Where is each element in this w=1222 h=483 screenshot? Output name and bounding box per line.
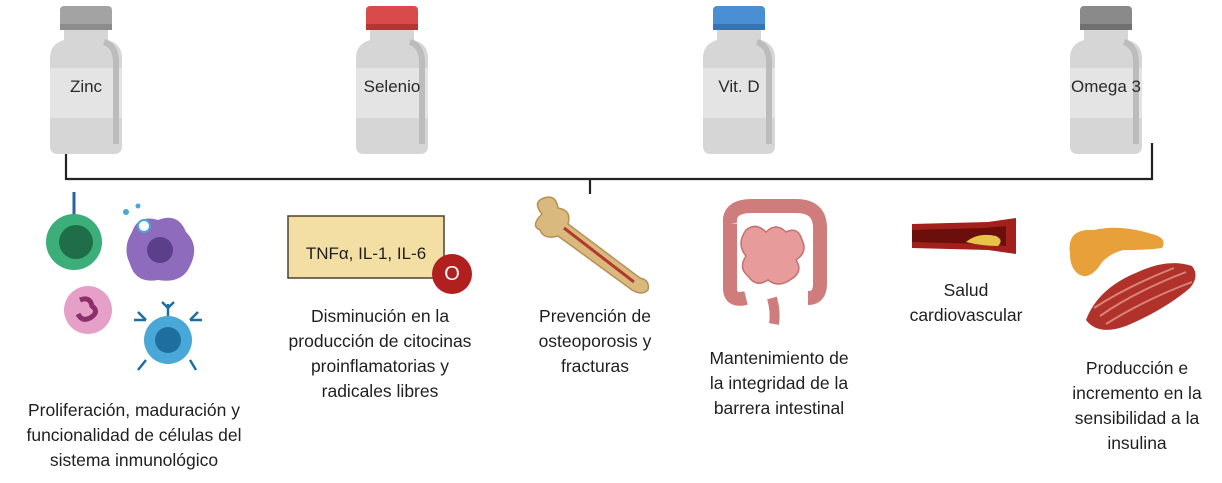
immune-cells-icon xyxy=(46,192,202,371)
selenio-label: Selenio xyxy=(363,77,421,96)
effect-cytokines-caption: Disminución en la producción de citocina… xyxy=(288,306,472,401)
effect-intestine-caption: Mantenimiento de la integridad de la bar… xyxy=(709,348,849,418)
effect-bone-caption: Prevención de osteoporosis y fracturas xyxy=(538,306,652,376)
selenio-bottle-icon xyxy=(356,6,428,154)
oxidant-badge: O xyxy=(444,263,460,285)
vit-d-bottle-icon xyxy=(703,6,775,154)
intestine-icon xyxy=(722,199,827,325)
effect-immune-caption: Proliferación, maduración y funcionalida… xyxy=(26,400,242,470)
cytokine-box xyxy=(287,215,472,294)
artery-icon xyxy=(912,218,1016,254)
omega-3-label: Omega 3 xyxy=(1071,77,1141,96)
effect-cardio-caption: Salud cardiovascular xyxy=(909,280,1023,325)
cytokine-box-label: TNFα, IL-1, IL-6 xyxy=(305,244,427,263)
effect-insulin-caption: Producción e incremento en la sensibilid… xyxy=(1072,358,1202,453)
zinc-label: Zinc xyxy=(69,77,103,96)
vit-d-label: Vit. D xyxy=(718,77,760,96)
zinc-bottle-icon xyxy=(50,6,122,154)
pancreas-muscle-icon xyxy=(1069,227,1196,330)
bone-icon xyxy=(534,196,650,294)
omega-3-bottle-icon xyxy=(1070,6,1142,154)
